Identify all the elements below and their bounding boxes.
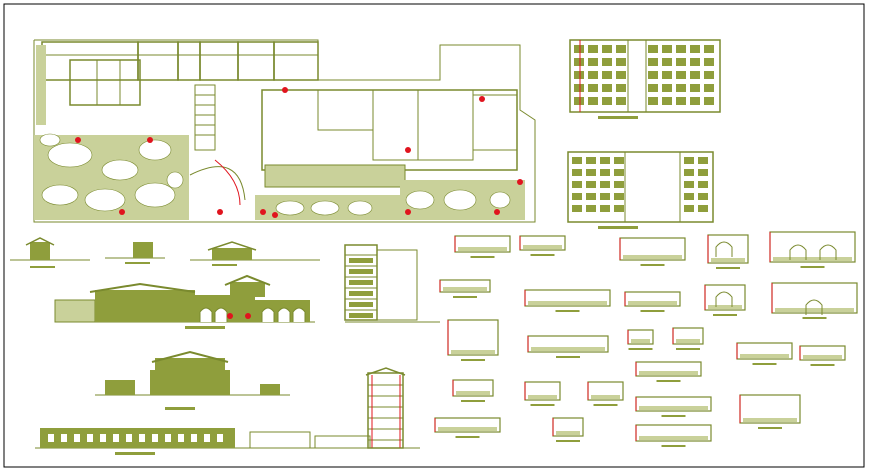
- long-elevation: [35, 428, 371, 455]
- main-elevation: [54, 274, 315, 329]
- secondary-elevation: [95, 350, 290, 410]
- sheet-border: [3, 3, 865, 468]
- small-elevations-row: [10, 237, 320, 268]
- detail-sections: [434, 231, 858, 447]
- plan-red-markers: [75, 87, 523, 218]
- site-plan: [33, 39, 536, 223]
- tower-section-upper: [344, 244, 440, 323]
- tower-section-lower: [350, 367, 420, 449]
- block-elevation-front: [569, 39, 721, 119]
- plan-top-rooms: [41, 41, 319, 106]
- plan-central-building: [189, 84, 518, 206]
- block-elevation-side: [567, 151, 714, 229]
- garden-rocks: [39, 133, 511, 216]
